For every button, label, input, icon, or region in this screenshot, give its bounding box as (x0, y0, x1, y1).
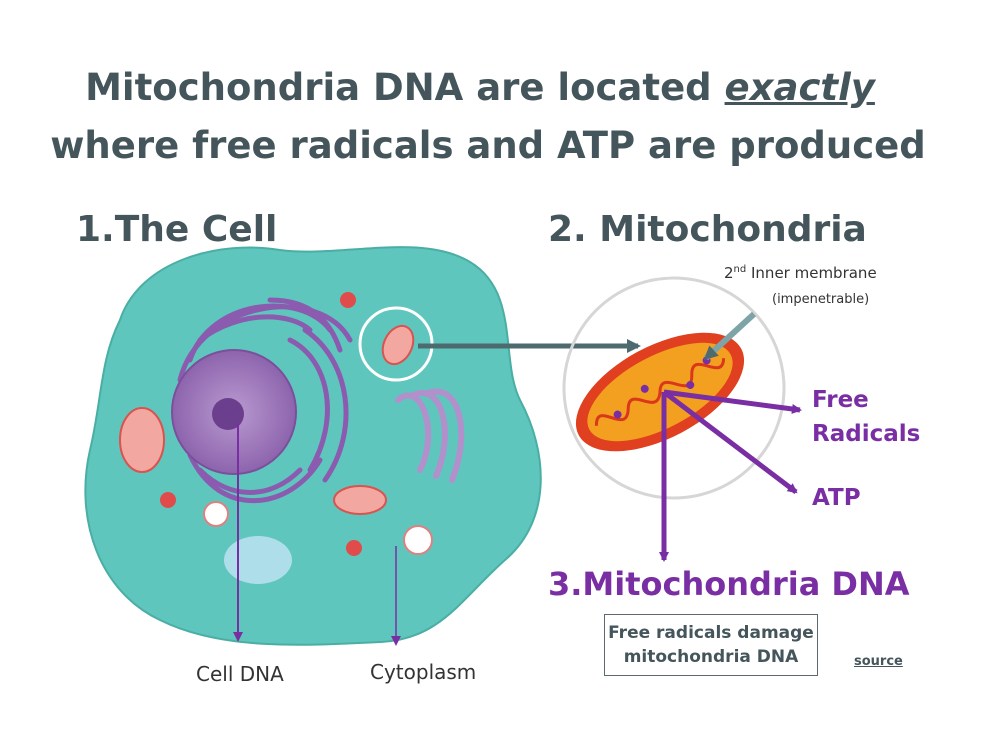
membrane-pointer (703, 311, 757, 361)
nucleolus (212, 398, 244, 430)
membrane-label: 2nd Inner membrane (724, 264, 877, 282)
section-cell-heading: 1.The Cell (76, 209, 278, 250)
section-mito-dna-heading: 3.Mitochondria DNA (548, 565, 910, 603)
endoplasmic-reticulum (177, 297, 353, 504)
mitochondrion-enlarged (575, 332, 745, 452)
membrane-note: (impenetrable) (772, 292, 870, 307)
title-prefix: Mitochondria DNA are located (85, 66, 725, 109)
title-line-1: Mitochondria DNA are located exactly (0, 64, 980, 112)
vesicles (160, 292, 433, 584)
membrane-prefix: 2 (724, 264, 734, 282)
title-line-2: where free radicals and ATP are produced (50, 124, 926, 167)
cell-dna-label: Cell DNA (196, 662, 284, 686)
free-label: Free (812, 387, 869, 413)
atp-arrow (662, 390, 798, 494)
title-emphasis: exactly (724, 66, 875, 109)
cell-mitochondria (119, 324, 415, 515)
section-mitochondria-heading: 2. Mitochondria (548, 209, 867, 250)
radicals-label: Radicals (812, 421, 921, 447)
membrane-superscript: nd (733, 264, 747, 275)
damage-note-box: Free radicals damage mitochondria DNA (604, 614, 818, 676)
atp-label: ATP (812, 485, 861, 511)
golgi-apparatus (395, 388, 465, 483)
cytoplasm-label: Cytoplasm (370, 660, 477, 684)
mito-zoom-circle (562, 276, 786, 500)
free-radicals-arrow (663, 389, 802, 414)
source-link[interactable]: source (854, 654, 903, 669)
membrane-rest: Inner membrane (746, 264, 877, 282)
note-line-2: mitochondria DNA (623, 647, 799, 667)
note-line-1: Free radicals damage (608, 623, 814, 643)
